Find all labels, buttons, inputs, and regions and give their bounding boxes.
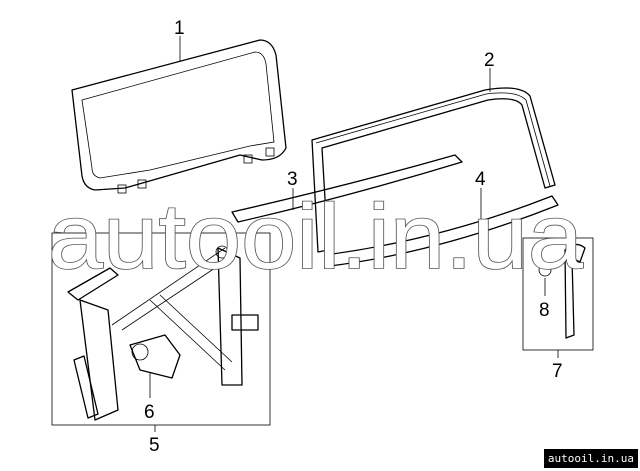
- callout-4: 4: [475, 169, 486, 190]
- callout-7: 7: [552, 361, 563, 382]
- leader-lines: [149, 36, 559, 432]
- callout-8: 8: [539, 300, 550, 321]
- part-1-glass: [71, 39, 287, 194]
- part-7-trim: [538, 243, 586, 339]
- callout-6: 6: [144, 402, 155, 423]
- part-6-motor: [129, 334, 181, 379]
- callout-3: 3: [287, 169, 298, 190]
- part-5-regulator: [67, 245, 259, 421]
- part-2-run-channel: [311, 87, 556, 253]
- part-4-belt-moulding: [231, 154, 559, 267]
- callout-1: 1: [174, 18, 185, 39]
- part-8-clip: [538, 263, 552, 277]
- watermark: autooil.in.ua: [48, 186, 584, 288]
- box-5: [51, 232, 271, 426]
- watermark-badge: autooil.in.ua: [543, 449, 638, 468]
- callout-2: 2: [484, 50, 495, 71]
- callout-5: 5: [149, 435, 160, 456]
